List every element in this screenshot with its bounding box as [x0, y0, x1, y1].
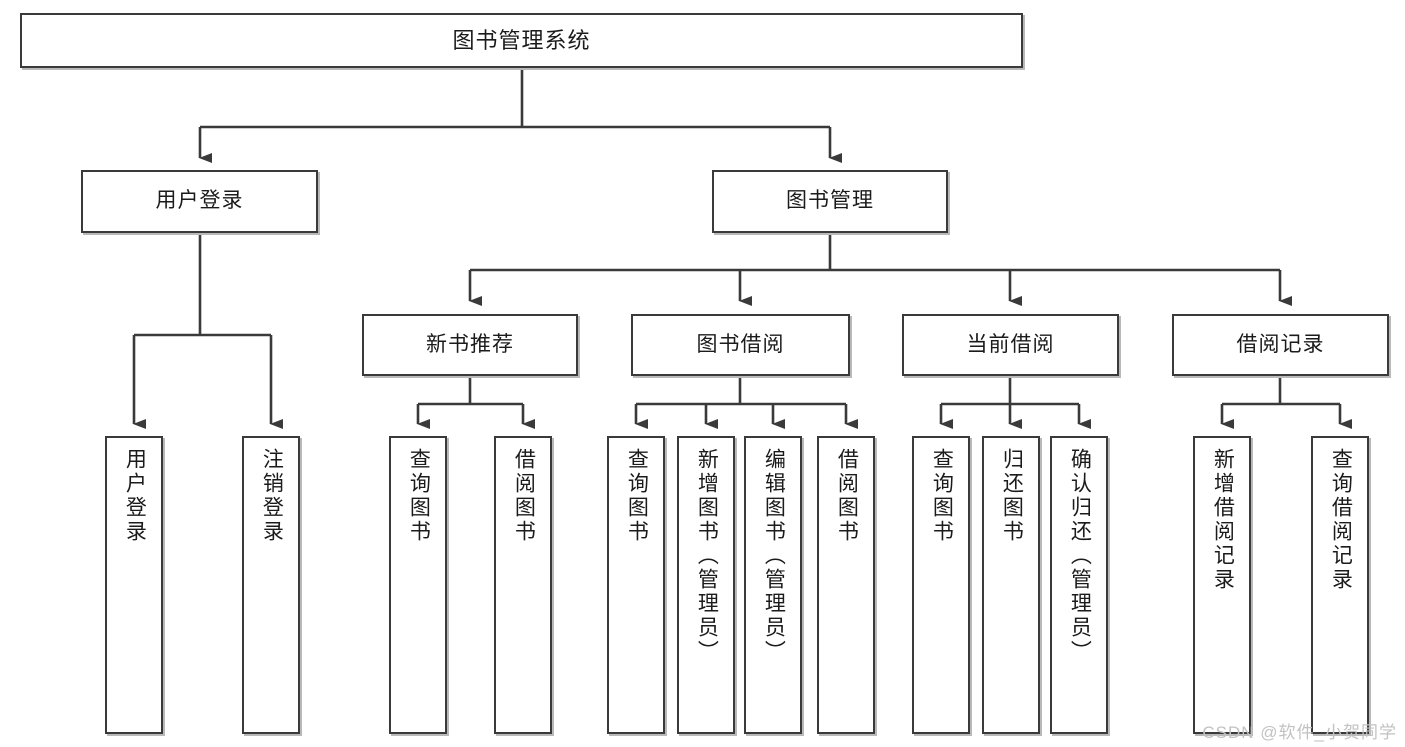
node-book-management[interactable]: 图书管理 [712, 170, 948, 233]
node-book-borrow[interactable]: 图书借阅 [631, 314, 850, 376]
node-label: 图书借阅 [696, 332, 785, 356]
node-label: 查询图书 [625, 448, 649, 544]
node-label: 用户登录 [155, 189, 244, 213]
node-label: 查询图书 [930, 448, 954, 544]
leaf-new-book-borrow-book[interactable]: 借阅图书 [494, 436, 552, 734]
leaf-current-borrow-query-book[interactable]: 查询图书 [912, 436, 970, 734]
leaf-borrow-record-add-record[interactable]: 新增借阅记录 [1193, 436, 1251, 734]
leaf-book-borrow-add-book-admin[interactable]: 新增图书（管理员） [677, 436, 735, 734]
node-label: 编辑图书（管理员） [762, 448, 786, 664]
node-label: 用户登录 [123, 448, 147, 544]
node-label: 确认归还（管理员） [1068, 448, 1092, 664]
node-label: 新书推荐 [426, 332, 514, 356]
leaf-user-login-login[interactable]: 用户登录 [105, 436, 163, 734]
leaf-user-login-logout[interactable]: 注销登录 [242, 436, 300, 734]
node-current-borrow[interactable]: 当前借阅 [902, 314, 1119, 376]
node-label: 注销登录 [260, 448, 284, 544]
node-label: 借阅记录 [1236, 332, 1325, 356]
leaf-book-borrow-borrow-book[interactable]: 借阅图书 [817, 436, 875, 734]
leaf-current-borrow-confirm-return-admin[interactable]: 确认归还（管理员） [1050, 436, 1108, 734]
leaf-new-book-query-book[interactable]: 查询图书 [389, 436, 447, 734]
node-label: 归还图书 [1000, 448, 1024, 544]
leaf-current-borrow-return-book[interactable]: 归还图书 [982, 436, 1040, 734]
node-label: 查询借阅记录 [1329, 448, 1353, 592]
node-borrow-record[interactable]: 借阅记录 [1172, 314, 1389, 376]
node-new-book-recommendation[interactable]: 新书推荐 [362, 314, 578, 376]
node-root-library-management-system[interactable]: 图书管理系统 [20, 13, 1023, 68]
node-user-login[interactable]: 用户登录 [81, 170, 318, 233]
leaf-book-borrow-edit-book-admin[interactable]: 编辑图书（管理员） [744, 436, 802, 734]
node-label: 图书管理系统 [452, 27, 591, 53]
leaf-borrow-record-query-record[interactable]: 查询借阅记录 [1311, 436, 1369, 734]
leaf-book-borrow-query-book[interactable]: 查询图书 [607, 436, 665, 734]
node-label: 新增借阅记录 [1211, 448, 1235, 592]
node-label: 借阅图书 [512, 448, 536, 544]
node-label: 当前借阅 [966, 332, 1055, 356]
node-label: 图书管理 [786, 189, 874, 213]
node-label: 借阅图书 [835, 448, 859, 544]
node-label: 查询图书 [407, 448, 431, 544]
node-label: 新增图书（管理员） [695, 448, 719, 664]
